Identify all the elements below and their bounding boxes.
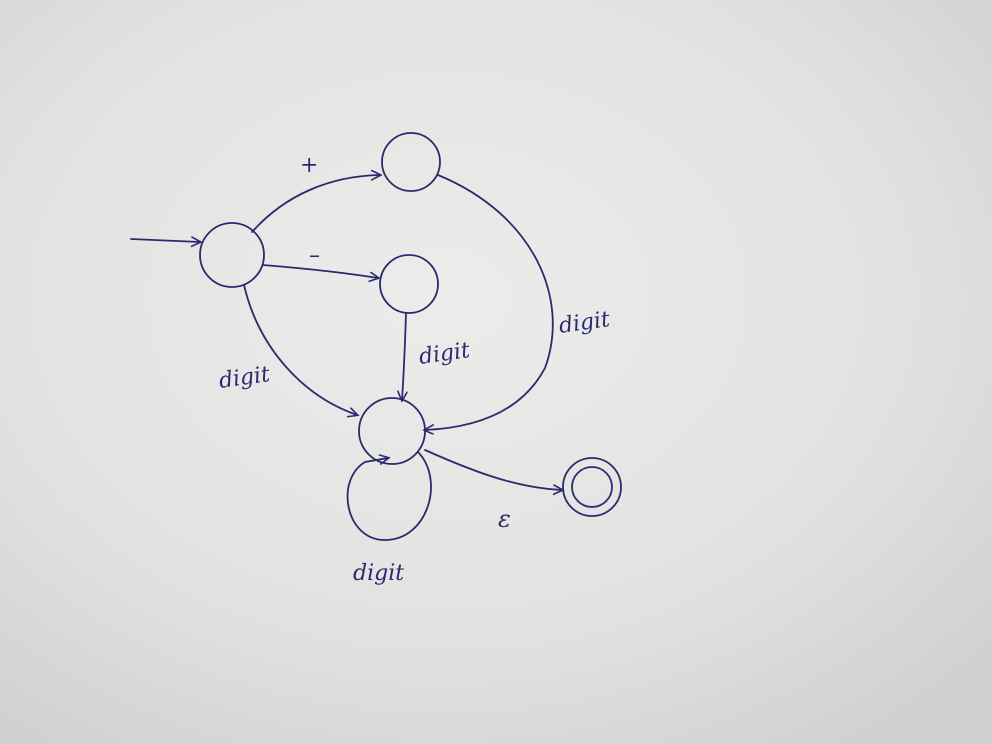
edge-plus-number: [425, 174, 554, 430]
state-minus: [379, 254, 439, 314]
edge-number-final: [424, 449, 562, 490]
state-plus: [381, 132, 441, 192]
label-plus: +: [300, 153, 318, 178]
edge-start-minus: [262, 264, 378, 278]
label-epsilon: ε: [498, 505, 511, 533]
label-minus: –: [309, 243, 320, 268]
edge-minus-number: [402, 312, 406, 400]
label-self-loop-digit: digit: [353, 561, 404, 586]
edge-start-plus: [251, 175, 380, 233]
edge-number-self-loop: [346, 451, 432, 541]
initial-arrow: [130, 239, 200, 242]
edge-start-number: [243, 284, 357, 415]
state-final-inner: [571, 466, 613, 508]
state-start: [199, 222, 265, 288]
